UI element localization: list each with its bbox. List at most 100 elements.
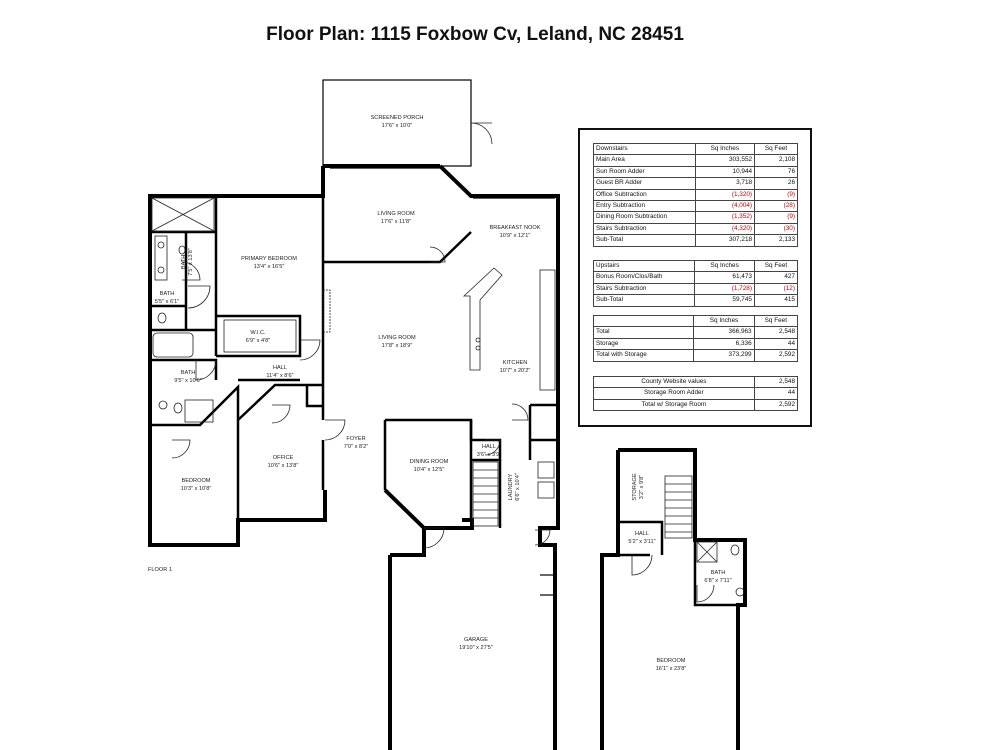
table-cell: 2,592 [753,398,799,412]
table-cell: (4,320) [694,222,756,236]
table-cell: Stairs Subtraction [593,222,696,236]
table-cell: Sq Feet [753,314,799,328]
svg-text:BEDROOM: BEDROOM [182,478,211,484]
table-row: Stairs Subtraction(1,728)(12) [592,282,799,296]
shower [151,197,215,232]
table-cell: 427 [753,271,799,284]
svg-text:LIVING ROOM: LIVING ROOM [377,211,415,217]
table-cell: (30) [754,222,798,236]
table-cell: (1,728) [694,282,755,296]
table-cell: 366,963 [693,326,755,339]
table-cell: Sub-Total [592,294,696,307]
table-cell: Sub-Total [593,234,696,247]
table-cell: 2,548 [753,326,799,339]
svg-text:HALL: HALL [482,444,496,450]
svg-text:10'6" x 13'8": 10'6" x 13'8" [268,463,299,469]
floor-1-room-labels: SCREENED PORCH 17'6" x 10'0" LIVING ROOM… [148,115,541,651]
svg-text:BEDROOM: BEDROOM [657,658,686,664]
table-cell: 415 [753,294,799,307]
table-cell: 303,552 [694,154,756,167]
svg-text:7'0" x 8'2": 7'0" x 8'2" [344,444,368,450]
table-cell: Dining Room Subtraction [593,211,696,224]
floor-2-room-labels: STORAGE 3'2" x 9'8" HALL 5'2" x 3'11" BA… [628,473,731,672]
floor-1 [148,79,560,750]
svg-text:11'4" x 8'6": 11'4" x 8'6" [266,373,293,379]
svg-text:LIVING ROOM: LIVING ROOM [378,335,416,341]
svg-text:LAUNDRY: LAUNDRY [508,473,514,500]
table-cell: Storage Room Adder [593,387,755,400]
table-cell: Total with Storage [592,349,695,362]
table-cell: 76 [754,165,798,179]
table-cell: Stairs Subtraction [592,282,696,296]
table-cell: Sq Inches [694,142,756,156]
floor-1-label: FLOOR 1 [148,567,172,573]
svg-text:GARAGE: GARAGE [464,637,488,643]
kitchen-counter [462,267,503,371]
table-cell: 44 [753,337,799,351]
table-cell: (12) [753,282,799,296]
table-cell: 6,336 [693,337,755,351]
svg-text:OFFICE: OFFICE [273,455,294,461]
table-row: Stairs Subtraction(4,320)(30) [593,222,798,236]
table-cell: Sq Feet [753,259,799,273]
table-cell: Main Area [593,154,696,167]
svg-text:HALL: HALL [273,365,287,371]
svg-text:9'5" x 10'6": 9'5" x 10'6" [174,378,202,384]
svg-text:PRIMARY BEDROOM: PRIMARY BEDROOM [241,256,297,262]
table-cell: Office Subtraction [593,188,696,202]
svg-text:6'8" x 7'11": 6'8" x 7'11" [704,578,731,584]
svg-text:10'3" x 10'8": 10'3" x 10'8" [181,486,212,492]
svg-text:6'6" x 10'4": 6'6" x 10'4" [515,473,521,501]
svg-text:3'6" x 3'9": 3'6" x 3'9" [477,452,501,458]
table-cell: 26 [754,177,798,190]
svg-text:7'5" x 13'8": 7'5" x 13'8" [188,248,194,276]
svg-text:10'9" x 12'1": 10'9" x 12'1" [500,233,531,239]
table-row: Office Subtraction(1,320)(9) [593,188,798,202]
table-cell: Storage [592,337,695,351]
table-cell: (28) [754,200,798,213]
table-cell: Guest BR Adder [593,177,696,190]
svg-text:FOYER: FOYER [346,436,365,442]
svg-text:BATH: BATH [181,370,196,376]
table-cell: Upstairs [592,259,696,273]
floor-2 [600,448,747,750]
svg-text:13'4" x 16'5": 13'4" x 16'5" [254,264,285,270]
table-cell: (9) [754,211,798,224]
svg-text:DINING ROOM: DINING ROOM [410,459,449,465]
table-cell: Entry Subtraction [593,200,696,213]
table-row: Dining Room Subtraction(1,352)(9) [593,211,798,224]
table-cell: County Website values [593,375,755,389]
table-cell: 373,299 [693,349,755,362]
table-cell: Sun Room Adder [593,165,696,179]
svg-text:17'8" x 18'9": 17'8" x 18'9" [382,343,413,349]
floor-2-exterior-wall [600,448,747,750]
svg-text:BREAKFAST NOOK: BREAKFAST NOOK [490,225,541,231]
table-cell: 3,718 [694,177,756,190]
table-cell: 59,745 [694,294,755,307]
table-cell: Sq Inches [693,314,755,328]
floor-1-exterior-wall [148,164,560,750]
svg-text:5'2" x 3'11": 5'2" x 3'11" [628,539,655,545]
svg-text:W.I.C.: W.I.C. [250,330,266,336]
svg-text:17'6" x 11'8": 17'6" x 11'8" [381,219,411,225]
table-cell: 2,548 [753,375,799,389]
svg-text:KITCHEN: KITCHEN [503,360,528,366]
table-cell: 307,218 [694,234,756,247]
table-cell: 61,473 [694,271,755,284]
svg-text:10'4" x 12'5": 10'4" x 12'5" [414,467,445,473]
table-cell: 10,944 [694,165,756,179]
